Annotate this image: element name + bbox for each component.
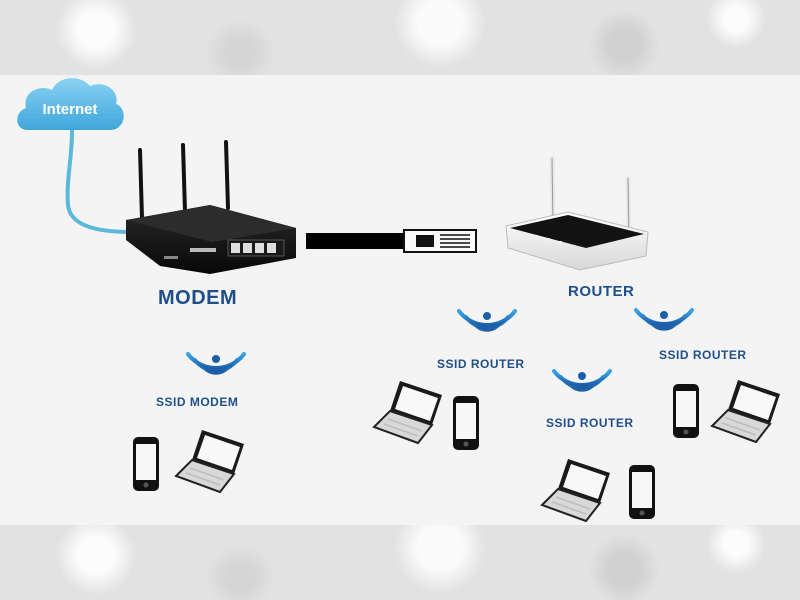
smartphone-icon <box>133 437 159 491</box>
wifi-icon <box>457 309 517 332</box>
cloud-icon <box>17 78 124 130</box>
background-texture-bottom <box>0 525 800 600</box>
internet-label: Internet <box>42 101 98 118</box>
laptop-icon <box>711 379 781 443</box>
router-device <box>505 155 649 271</box>
ssid-router-label: SSID ROUTER <box>659 348 747 362</box>
router-label: ROUTER <box>568 283 635 300</box>
laptop-icon <box>175 429 245 493</box>
smartphone-icon <box>453 396 479 450</box>
modem-device <box>126 140 296 274</box>
ssid-router-label: SSID ROUTER <box>546 416 634 430</box>
smartphone-icon <box>673 384 699 438</box>
internet-cable <box>65 129 131 234</box>
wifi-icon <box>634 308 694 331</box>
laptop-icon <box>373 380 443 444</box>
ethernet-cable <box>306 229 477 253</box>
ssid-modem-label: SSID MODEM <box>156 395 239 409</box>
wifi-icon <box>552 369 612 392</box>
background-texture-top <box>0 0 800 75</box>
ssid-router-label: SSID ROUTER <box>437 357 525 371</box>
wifi-icon <box>186 352 246 375</box>
laptop-icon <box>541 458 611 522</box>
smartphone-icon <box>629 465 655 519</box>
modem-label: MODEM <box>158 287 238 309</box>
